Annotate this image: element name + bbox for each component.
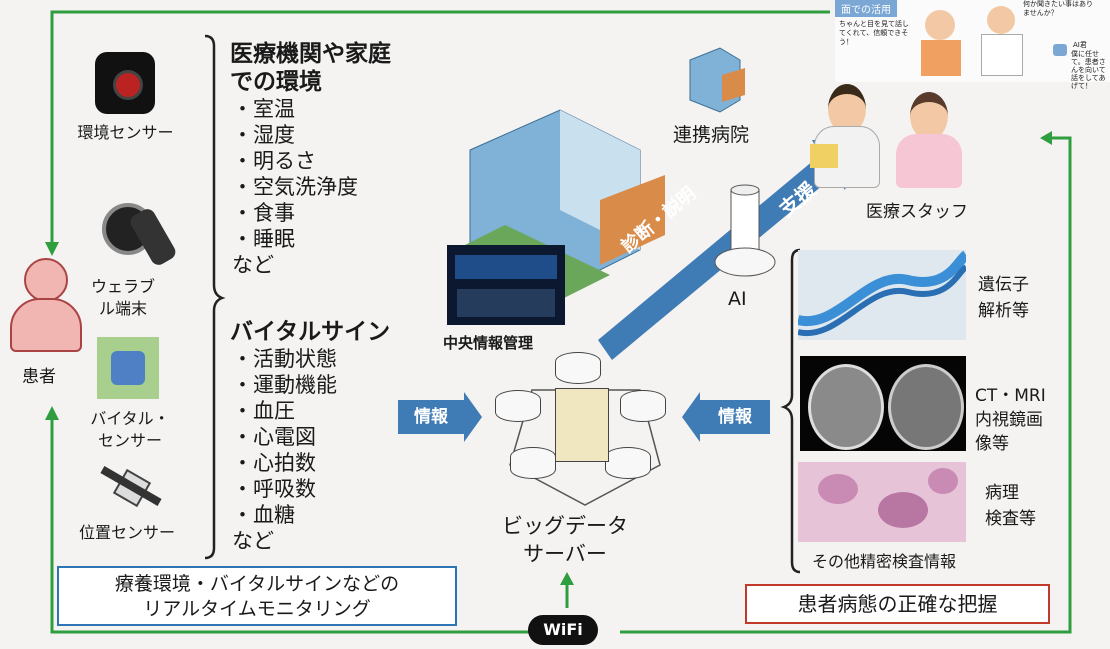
ct-label-line3: 像等: [975, 434, 1009, 454]
gene-label-line2: 解析等: [978, 301, 1029, 321]
env-title: 医療機関や家庭 での環境: [230, 40, 391, 96]
vital-item: ・血圧: [232, 399, 295, 423]
consultation-scene-image: 面での活用 ちゃんと目を見て話してくれて、信頼できそう！ 何か聞きたい事はありま…: [835, 0, 1110, 90]
monitoring-box: 療養環境・バイタルサインなどの リアルタイムモニタリング: [57, 566, 457, 626]
vital-item: ・血糖: [232, 503, 295, 527]
info-arrow-left: 情報: [398, 392, 482, 442]
monitoring-line1: 療養環境・バイタルサインなどの: [114, 573, 400, 595]
env-item: ・食事: [232, 201, 295, 225]
dna-image: [796, 250, 970, 340]
monitoring-line2: リアルタイムモニタリング: [143, 598, 371, 620]
patient-label: 患者: [22, 367, 56, 387]
vital-sensor-label: バイタル・ センサー: [80, 408, 180, 452]
server-label-line1: ビッグデータ: [502, 514, 628, 538]
big-data-server-label: ビッグデータ サーバー: [490, 512, 640, 568]
satellite-icon: [98, 462, 164, 512]
vital-sensor-label-line1: バイタル・: [90, 409, 170, 428]
environment-sensor-icon: [95, 52, 155, 114]
doctor-icon: [810, 84, 882, 188]
vital-list: ・活動状態 ・運動機能 ・血圧 ・心電図 ・心拍数 ・呼吸数 ・血糖 など: [232, 346, 337, 554]
ai-label: AI: [728, 288, 747, 310]
vital-item: など: [232, 529, 274, 553]
env-title-line1: 医療機関や家庭: [230, 41, 391, 67]
gene-label: 遺伝子 解析等: [978, 272, 1029, 324]
ct-mri-label: CT・MRI 内視鏡画 像等: [975, 384, 1046, 456]
info-arrow-right: 情報: [682, 392, 770, 442]
scene-ai-text: 僕に任せて。患者さんを向いて話をしてあげて！: [1071, 50, 1106, 90]
vital-item: ・心拍数: [232, 451, 316, 475]
env-item: ・明るさ: [232, 149, 316, 173]
vital-title: バイタルサイン: [230, 319, 391, 345]
env-item: ・室温: [232, 97, 295, 121]
vital-item: ・呼吸数: [232, 477, 316, 501]
wearable-watch-icon: [92, 195, 179, 271]
central-control-room-image: [447, 245, 565, 325]
scene-ai-label: AI君: [1073, 41, 1087, 49]
other-tests-label: その他精密検査情報: [812, 552, 957, 571]
pathology-label: 病理 検査等: [985, 480, 1036, 532]
central-info-label: 中央情報管理: [443, 334, 534, 352]
vital-item: ・活動状態: [232, 347, 337, 371]
env-item: ・湿度: [232, 123, 295, 147]
ct-label-line2: 内視鏡画: [975, 410, 1043, 430]
medical-staff-label: 医療スタッフ: [866, 202, 968, 222]
scene-doctor-text: 何か聞きたい事はありませんか？: [1023, 0, 1093, 17]
pathology-label-line2: 検査等: [985, 509, 1036, 529]
scene-caption: 面での活用: [835, 0, 897, 17]
env-item: ・空気洗浄度: [232, 175, 358, 199]
wearable-label: ウェラブ ル端末: [88, 276, 158, 320]
partner-hospital-label: 連携病院: [673, 124, 750, 146]
brain-scan-image: [800, 356, 966, 451]
wearable-label-line1: ウェラブ: [90, 277, 155, 296]
wifi-logo: WiFi: [528, 615, 598, 645]
env-item: など: [232, 253, 274, 277]
environment-sensor-label: 環境センサー: [77, 123, 174, 142]
accurate-understanding-box: 患者病態の正確な把握: [745, 584, 1050, 624]
patient-icon: [8, 258, 82, 352]
vital-sensor-icon: [97, 337, 159, 399]
env-list: ・室温 ・湿度 ・明るさ ・空気洗浄度 ・食事 ・睡眠 など: [232, 96, 358, 278]
scene-patient-text: ちゃんと目を見て話してくれて、信頼できそう！: [839, 20, 909, 46]
big-data-server-icon: [490, 352, 680, 502]
gene-label-line1: 遺伝子: [978, 275, 1029, 295]
vital-item: ・運動機能: [232, 373, 337, 397]
pathology-label-line1: 病理: [985, 483, 1019, 503]
vital-sensor-label-line2: センサー: [97, 431, 162, 450]
nurse-icon: [896, 84, 962, 188]
location-sensor-label: 位置センサー: [78, 523, 175, 542]
wearable-label-line2: ル端末: [98, 299, 147, 318]
server-label-line2: サーバー: [523, 542, 607, 566]
pathology-image: [798, 462, 966, 542]
ct-label-line1: CT・MRI: [975, 386, 1046, 406]
env-title-line2: での環境: [230, 69, 322, 95]
vital-item: ・心電図: [232, 425, 316, 449]
env-item: ・睡眠: [232, 227, 295, 251]
